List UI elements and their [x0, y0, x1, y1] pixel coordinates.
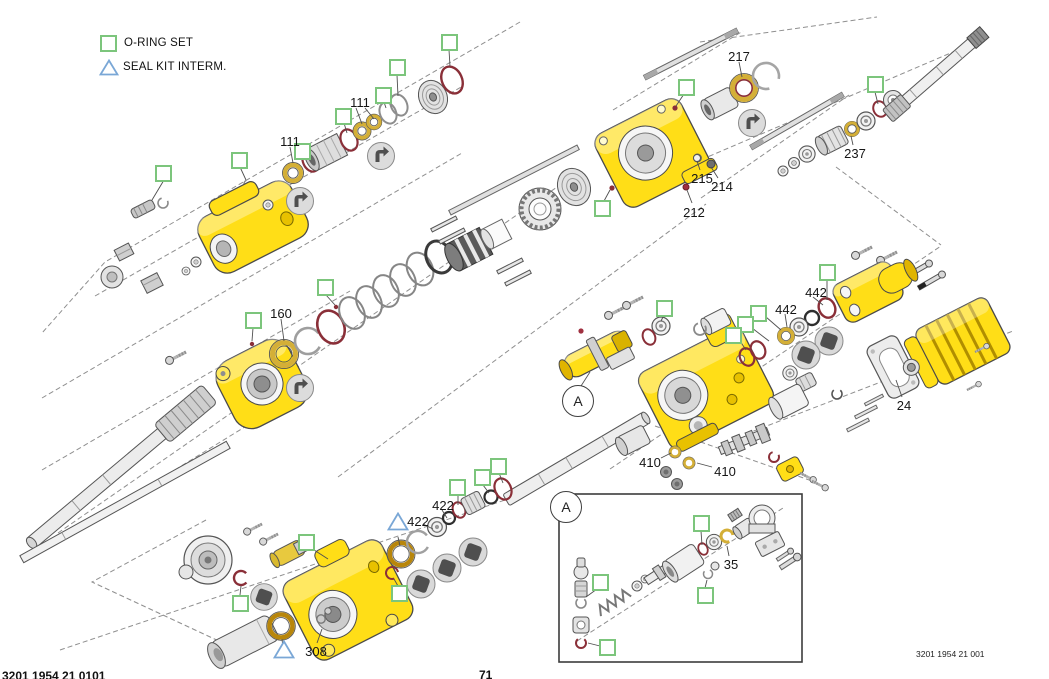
o-ring-set-marker	[656, 300, 673, 317]
o-ring-set-marker	[725, 327, 742, 344]
part-label: 422	[407, 514, 429, 529]
part-label: 308	[305, 644, 327, 659]
o-ring-set-marker	[490, 458, 507, 475]
o-ring-set-marker	[819, 264, 836, 281]
o-ring-set-marker	[750, 305, 767, 322]
o-ring-set-marker	[232, 595, 249, 612]
part-label: 410	[639, 455, 661, 470]
center-rotating-group	[405, 144, 615, 287]
part-label: 24	[896, 398, 912, 413]
part-label: 217	[728, 49, 750, 64]
part-label: 35	[723, 557, 739, 572]
part-label: 111	[280, 134, 300, 149]
o-ring-set-marker	[245, 312, 262, 329]
o-ring-set-marker	[391, 585, 408, 602]
part-label: 422	[432, 498, 454, 513]
legend: O-RING SET SEAL KIT INTERM.	[99, 31, 227, 79]
o-ring-set-marker	[375, 87, 392, 104]
part-label: 215	[691, 171, 713, 186]
o-ring-set-marker	[678, 79, 695, 96]
valve-442-assembly	[738, 241, 946, 420]
o-ring-set-marker	[155, 165, 172, 182]
o-ring-set-marker	[867, 76, 884, 93]
main-pump-body-assembly	[503, 291, 831, 506]
o-ring-set-marker	[389, 59, 406, 76]
top-left-assembly	[100, 65, 464, 294]
flange-160-assembly	[19, 263, 417, 564]
part-label: 237	[844, 146, 866, 161]
o-ring-set-marker	[474, 469, 491, 486]
detail-a-assembly	[572, 504, 802, 649]
part-label: 442	[775, 302, 797, 317]
intermediate-housing-assembly	[594, 26, 990, 208]
o-ring-set-marker	[298, 534, 315, 551]
o-ring-set-marker	[693, 515, 710, 532]
o-ring-set-marker	[441, 34, 458, 51]
o-ring-set-marker	[294, 143, 311, 160]
seal-kit-marker	[386, 511, 410, 531]
o-ring-set-marker	[599, 639, 616, 656]
legend-seal-kit-row: SEAL KIT INTERM.	[99, 55, 227, 79]
detail-callout-circle: A	[562, 385, 594, 417]
seal-kit-label: SEAL KIT INTERM.	[123, 61, 227, 73]
o-ring-set-label: O-RING SET	[124, 37, 194, 49]
doc-number-left: 3201 1954 21 0101	[2, 669, 106, 679]
legend-o-ring-row: O-RING SET	[100, 31, 227, 55]
detail-callout-circle: A	[550, 491, 582, 523]
o-ring-set-marker	[335, 108, 352, 125]
part-label: 410	[714, 464, 736, 479]
o-ring-set-marker-icon	[100, 34, 117, 52]
part-label: 212	[683, 205, 705, 220]
seal-kit-marker-icon	[99, 58, 119, 75]
o-ring-set-marker	[449, 479, 466, 496]
part-label: 111	[350, 95, 370, 110]
o-ring-set-marker	[231, 152, 248, 169]
o-ring-set-marker	[592, 574, 609, 591]
part-label: 214	[711, 179, 733, 194]
bottom-housing-assembly	[178, 477, 513, 669]
seal-kit-marker	[272, 639, 296, 659]
part-label: 442	[805, 285, 827, 300]
doc-number-right: 3201 1954 21 001	[916, 649, 985, 659]
o-ring-set-marker	[594, 200, 611, 217]
o-ring-set-marker	[317, 279, 334, 296]
page-number: 71	[479, 668, 493, 679]
gear-pump-24-assembly	[845, 297, 1011, 433]
part-label: 160	[270, 306, 292, 321]
o-ring-set-marker	[697, 587, 714, 604]
